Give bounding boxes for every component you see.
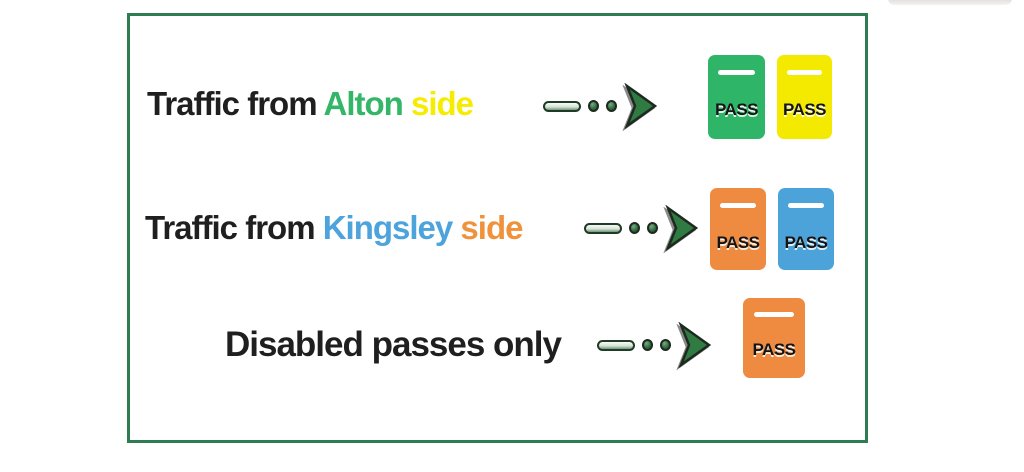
- arrow-dash: [584, 222, 622, 234]
- pass-card-stripe: [788, 203, 824, 208]
- label-segment: Disabled passes only: [225, 325, 562, 364]
- label-segment: Traffic from: [145, 209, 323, 246]
- pass-card-label: PASS: [714, 100, 759, 119]
- dash-dot-arrow-right-icon: [597, 322, 712, 368]
- dash-dot-arrow-right-icon: [543, 83, 658, 129]
- row-alton-label: Traffic from Alton side: [147, 84, 474, 124]
- pass-card-stripe: [754, 312, 794, 317]
- pass-card-stripe: [786, 70, 823, 75]
- arrow-dot: [606, 100, 617, 112]
- pass-card-stripe: [720, 203, 756, 208]
- arrow-dash: [543, 100, 581, 112]
- dash-dot-arrow-right-icon: [584, 205, 699, 251]
- pass-card-stripe: [718, 70, 755, 75]
- arrow-dot: [660, 339, 671, 351]
- arrow-dot: [588, 100, 599, 112]
- row-disabled-label: Disabled passes only: [225, 325, 562, 365]
- label-segment-side: side: [460, 209, 523, 246]
- cropped-top-right-ui-artifact: [888, 0, 1012, 5]
- label-segment-alton: Alton: [323, 85, 411, 122]
- arrow-dot: [642, 339, 653, 351]
- label-segment-side: side: [410, 85, 474, 122]
- traffic-pass-legend-box: Traffic from Alton side PASS PASS Traffi…: [127, 13, 868, 443]
- arrow-head-icon: [678, 322, 712, 368]
- pass-card-label: PASS: [784, 233, 828, 252]
- pass-card-label: PASS: [752, 340, 796, 359]
- arrow-dash: [597, 339, 635, 351]
- arrow-dot: [629, 222, 640, 234]
- pass-card-orange-disabled: PASS: [743, 298, 805, 378]
- pass-card-yellow: PASS: [777, 55, 832, 139]
- pass-card-orange: PASS: [710, 188, 766, 270]
- row-kingsley-label: Traffic from Kingsley side: [145, 208, 523, 248]
- label-segment-kingsley: Kingsley: [322, 209, 461, 246]
- label-segment: Traffic from: [147, 85, 324, 122]
- pass-card-green: PASS: [708, 55, 765, 139]
- arrow-dot: [647, 222, 658, 234]
- arrow-head-icon: [665, 205, 699, 251]
- arrow-head-icon: [624, 83, 658, 129]
- pass-card-blue: PASS: [778, 188, 834, 270]
- pass-card-label: PASS: [716, 233, 760, 252]
- pass-card-label: PASS: [782, 100, 827, 119]
